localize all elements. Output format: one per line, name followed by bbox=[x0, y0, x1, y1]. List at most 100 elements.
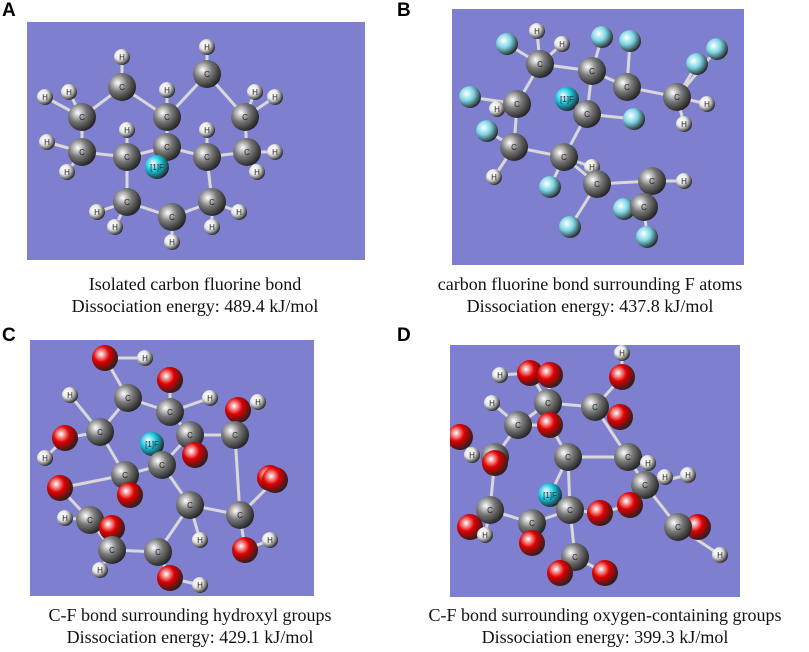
hydrogen-atom: H bbox=[464, 447, 480, 463]
carbon-atom: C bbox=[504, 411, 532, 439]
oxygen-atom bbox=[607, 404, 633, 430]
caption-b-energy: Dissociation energy: 437.8 kJ/mol bbox=[466, 296, 714, 316]
hydrogen-atom: H bbox=[202, 390, 218, 406]
oxygen-atom bbox=[609, 364, 635, 390]
carbon-atom: C bbox=[583, 170, 611, 198]
carbon-atom: C bbox=[221, 421, 249, 449]
hydrogen-atom: H bbox=[249, 164, 265, 180]
atom-label: C bbox=[122, 471, 128, 480]
atom-label: H bbox=[619, 349, 625, 358]
oxygen-atom bbox=[262, 467, 288, 493]
atom-label: C bbox=[642, 481, 648, 490]
carbon-atom: C bbox=[114, 384, 142, 412]
carbon-atom: C bbox=[156, 398, 184, 426]
tagged-fluorine-atom: [1]F bbox=[555, 87, 579, 111]
atom-label: C bbox=[545, 399, 551, 408]
atom-label: H bbox=[662, 473, 668, 482]
carbon-atom: C bbox=[144, 538, 172, 566]
carbon-atom: C bbox=[526, 50, 554, 78]
carbon-atom: C bbox=[631, 471, 659, 499]
caption-a-energy: Dissociation energy: 489.4 kJ/mol bbox=[71, 296, 319, 316]
carbon-atom: C bbox=[476, 496, 504, 524]
hydrogen-atom: H bbox=[92, 562, 108, 578]
hydrogen-atom: H bbox=[204, 219, 220, 235]
atom-label: H bbox=[112, 223, 118, 232]
hydrogen-atom: H bbox=[640, 455, 656, 471]
atom-label: C bbox=[167, 408, 173, 417]
fluorine-atom bbox=[591, 26, 613, 48]
hydrogen-atom: H bbox=[192, 532, 208, 548]
oxygen-atom bbox=[47, 475, 73, 501]
caption-b-title: carbon fluorine bond surrounding F atoms bbox=[437, 274, 743, 294]
panel-letter-d: D bbox=[397, 325, 411, 346]
atom-label: H bbox=[197, 536, 203, 545]
atom-label: C bbox=[119, 83, 125, 92]
atom-label: H bbox=[534, 27, 540, 36]
carbon-atom: C bbox=[158, 203, 186, 231]
atom-label: C bbox=[109, 546, 115, 555]
oxygen-atom bbox=[450, 424, 473, 450]
atom-label: H bbox=[64, 168, 70, 177]
fluorine-atom bbox=[636, 226, 658, 248]
carbon-atom: C bbox=[613, 73, 641, 101]
carbon-atom: C bbox=[581, 393, 609, 421]
hydrogen-atom: H bbox=[192, 577, 208, 593]
carbon-atom: C bbox=[550, 143, 578, 171]
atom-label: [1]F bbox=[145, 440, 159, 449]
atom-label: C bbox=[594, 180, 600, 189]
fluorine-atom bbox=[706, 38, 728, 60]
atom-label: [1]F bbox=[543, 491, 557, 500]
carbon-atom: C bbox=[573, 100, 601, 128]
hydrogen-atom: H bbox=[107, 219, 123, 235]
fluorine-atom bbox=[459, 86, 481, 108]
hydrogen-atom: H bbox=[477, 527, 493, 543]
atom-label: H bbox=[204, 43, 210, 52]
oxygen-atom bbox=[232, 537, 258, 563]
carbon-atom: C bbox=[176, 421, 204, 449]
hydrogen-atom: H bbox=[657, 469, 673, 485]
oxygen-atom bbox=[587, 500, 613, 526]
atom-label: H bbox=[645, 459, 651, 468]
atom-label: H bbox=[681, 177, 687, 186]
carbon-atom: C bbox=[578, 57, 606, 85]
atom-label: C bbox=[242, 113, 248, 122]
carbon-atom: C bbox=[68, 138, 96, 166]
hydrogen-atom: H bbox=[554, 36, 570, 52]
fluorine-atom bbox=[623, 108, 645, 130]
atom-label: C bbox=[589, 67, 595, 76]
atom-label: H bbox=[207, 394, 213, 403]
oxygen-atom bbox=[519, 530, 545, 556]
hydrogen-atom: H bbox=[199, 122, 215, 138]
oxygen-atom bbox=[482, 450, 508, 476]
fluorine-atom bbox=[559, 216, 581, 238]
atom-label: C bbox=[187, 501, 193, 510]
fluorine-atom bbox=[613, 198, 635, 220]
atom-label: H bbox=[681, 120, 687, 129]
carbon-atom: C bbox=[111, 461, 139, 489]
fluorine-atom bbox=[539, 176, 561, 198]
atom-label: C bbox=[529, 519, 535, 528]
atom-label: C bbox=[592, 403, 598, 412]
oxygen-atom bbox=[92, 345, 118, 371]
atom-label: C bbox=[624, 83, 630, 92]
atom-label: H bbox=[497, 371, 503, 380]
atom-label: C bbox=[169, 213, 175, 222]
carbon-atom: C bbox=[113, 143, 141, 171]
caption-c: C-F bond surrounding hydroxyl groups Dis… bbox=[5, 604, 375, 648]
oxygen-atom bbox=[547, 560, 573, 586]
carbon-atom: C bbox=[534, 389, 562, 417]
atom-label: C bbox=[164, 143, 170, 152]
carbon-atom: C bbox=[556, 496, 584, 524]
carbon-atom: C bbox=[231, 103, 259, 131]
atom-label: C bbox=[537, 60, 543, 69]
carbon-atom: C bbox=[630, 193, 658, 221]
oxygen-atom bbox=[117, 482, 143, 508]
hydrogen-atom: H bbox=[62, 387, 78, 403]
hydrogen-atom: H bbox=[699, 96, 715, 112]
fluorine-atom bbox=[476, 120, 498, 142]
hydrogen-atom: H bbox=[676, 116, 692, 132]
caption-d-energy: Dissociation energy: 399.3 kJ/mol bbox=[481, 627, 729, 647]
